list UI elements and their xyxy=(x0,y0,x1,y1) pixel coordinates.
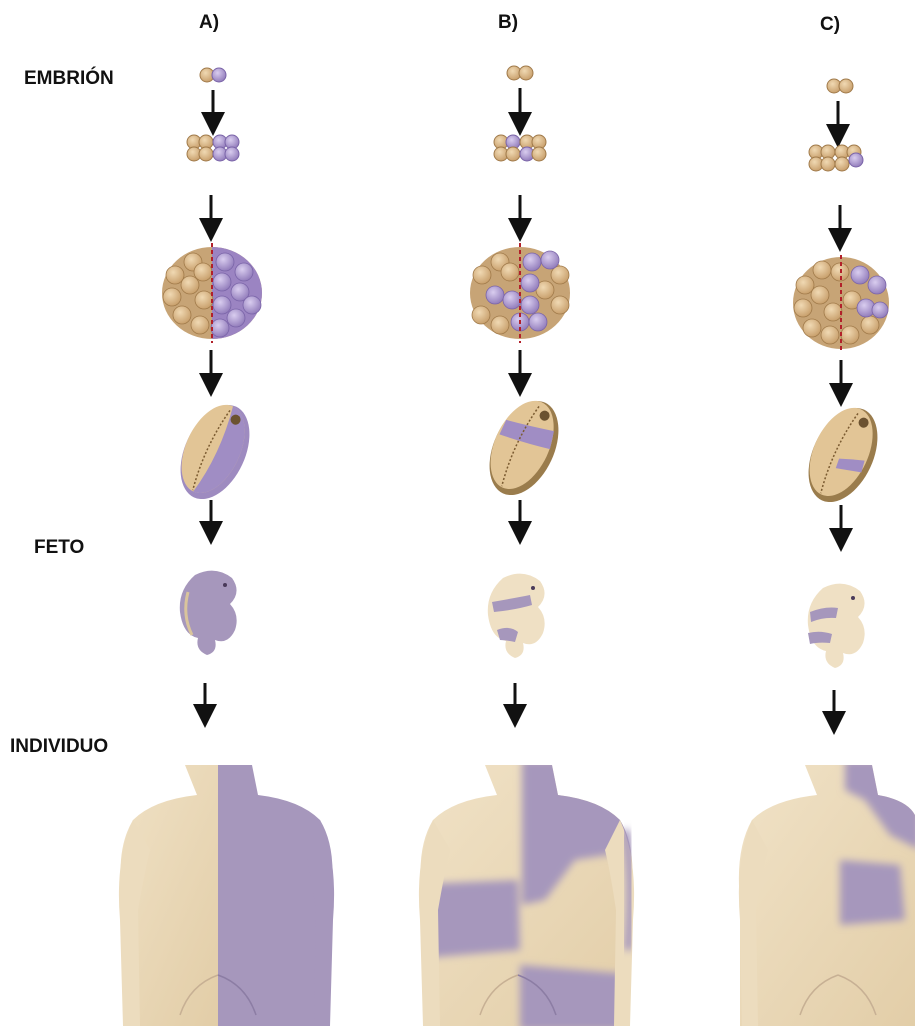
fetus-b xyxy=(488,574,545,658)
column-c xyxy=(730,79,917,1026)
morula-b xyxy=(470,243,570,343)
embryo-disc-a xyxy=(167,394,264,510)
eight-cell-embryo-c xyxy=(809,145,863,171)
column-a xyxy=(100,68,338,1026)
back-c xyxy=(730,760,917,1026)
morula-c xyxy=(793,255,889,353)
fetus-c xyxy=(808,584,865,668)
two-cell-embryo-b xyxy=(507,66,533,80)
embryo-disc-c xyxy=(795,397,892,513)
two-cell-embryo-a xyxy=(200,68,226,82)
embryo-disc-b xyxy=(476,390,573,506)
back-a xyxy=(100,760,338,1026)
two-cell-embryo-c xyxy=(827,79,853,93)
eight-cell-embryo-a xyxy=(187,135,239,161)
eight-cell-embryo-b xyxy=(494,135,546,161)
column-b xyxy=(400,66,640,1026)
back-b xyxy=(400,760,640,1026)
fetus-a xyxy=(180,571,237,655)
morula-a xyxy=(162,243,262,343)
